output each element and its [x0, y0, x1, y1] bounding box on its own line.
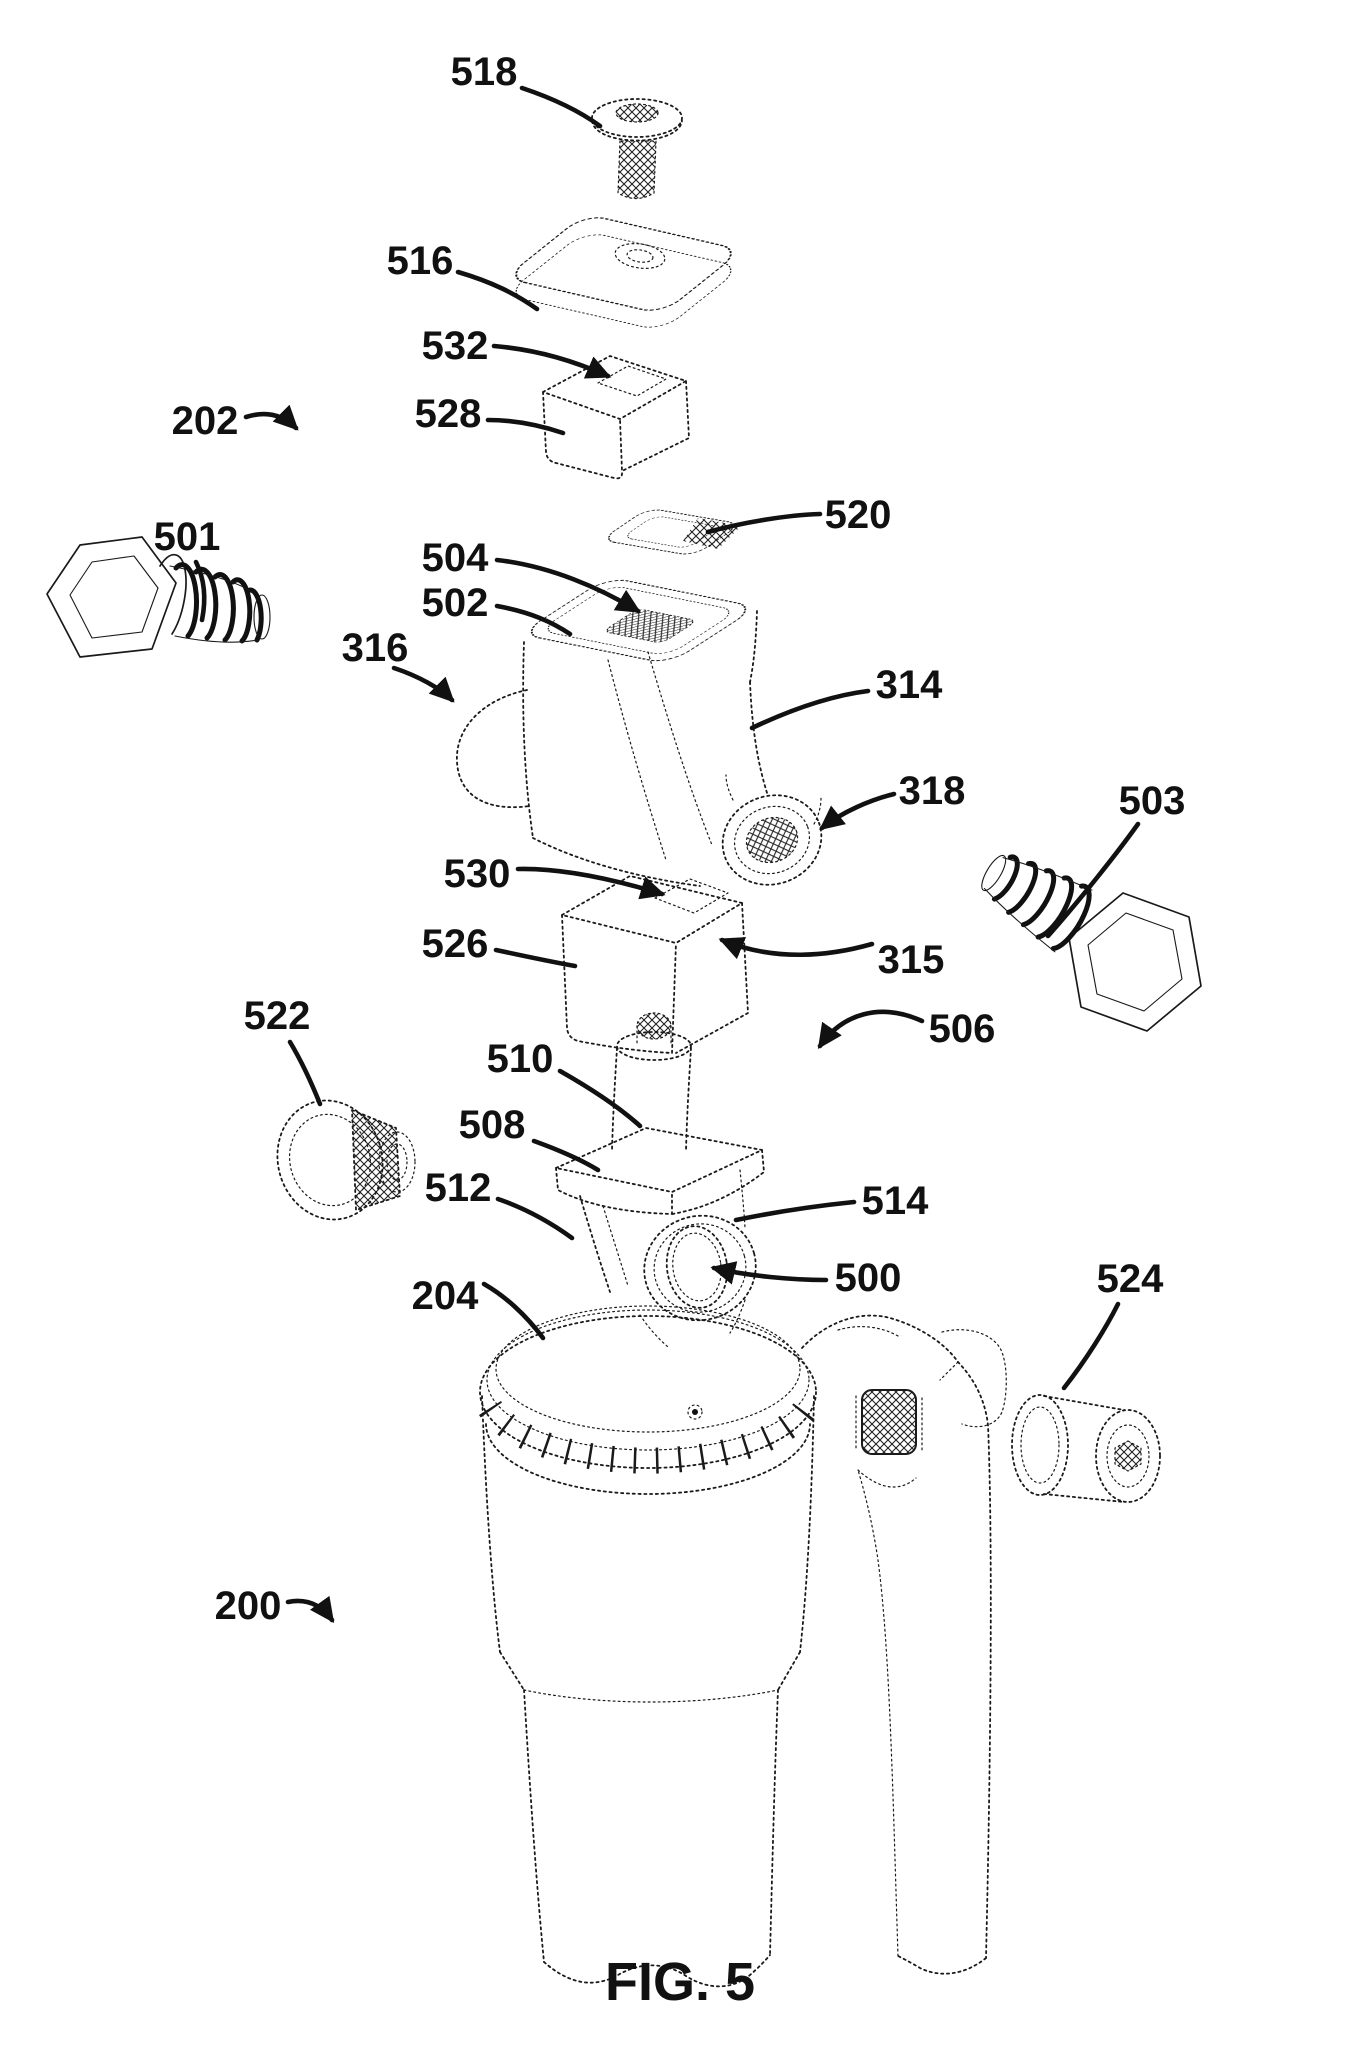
- ref-label-524: 524: [1097, 1257, 1164, 1301]
- reference-labels: 518 516 532 528 202 520 501 504 502 316 …: [154, 50, 1186, 1628]
- ref-label-530: 530: [444, 852, 511, 896]
- ref-label-318: 318: [899, 769, 966, 813]
- ref-label-528: 528: [415, 392, 482, 436]
- ref-label-315: 315: [878, 938, 945, 982]
- shaft-510-drawing: [611, 1012, 692, 1151]
- ref-label-516: 516: [387, 239, 454, 283]
- clip-520-drawing: [608, 509, 741, 555]
- yoke-512-drawing: [555, 1127, 765, 1348]
- ref-label-532: 532: [422, 324, 489, 368]
- ref-label-500: 500: [835, 1256, 902, 1300]
- ref-label-520: 520: [825, 493, 892, 537]
- ref-label-526: 526: [422, 922, 489, 966]
- screw-518-drawing: [591, 98, 683, 200]
- ref-label-314: 314: [876, 663, 943, 707]
- block-528-drawing: [542, 355, 690, 480]
- ref-label-506: 506: [929, 1007, 996, 1051]
- ref-label-204: 204: [412, 1274, 479, 1318]
- ref-label-504: 504: [422, 536, 489, 580]
- ref-label-514: 514: [862, 1179, 929, 1223]
- valve-body-314-drawing: [456, 579, 823, 887]
- ref-label-316: 316: [342, 626, 409, 670]
- ref-label-501: 501: [154, 515, 221, 559]
- ref-label-508: 508: [459, 1103, 526, 1147]
- plug-524-drawing: [1011, 1394, 1161, 1503]
- ref-label-522: 522: [244, 994, 311, 1038]
- insert-522-drawing: [276, 1099, 416, 1221]
- leader-lines: [193, 85, 1141, 1623]
- ref-label-503: 503: [1119, 779, 1186, 823]
- bolt-503-drawing: [981, 854, 1202, 1032]
- plate-516-drawing: [515, 217, 732, 328]
- ref-label-200: 200: [215, 1584, 282, 1628]
- ref-label-512: 512: [425, 1166, 492, 1210]
- ref-label-510: 510: [487, 1037, 554, 1081]
- base-body-200-drawing: [479, 1305, 1007, 1988]
- bolt-501-drawing: [46, 536, 271, 658]
- ref-label-202: 202: [172, 399, 239, 443]
- figure-caption: FIG. 5: [605, 1952, 755, 2012]
- ref-label-518: 518: [451, 50, 518, 94]
- ref-label-502: 502: [422, 581, 489, 625]
